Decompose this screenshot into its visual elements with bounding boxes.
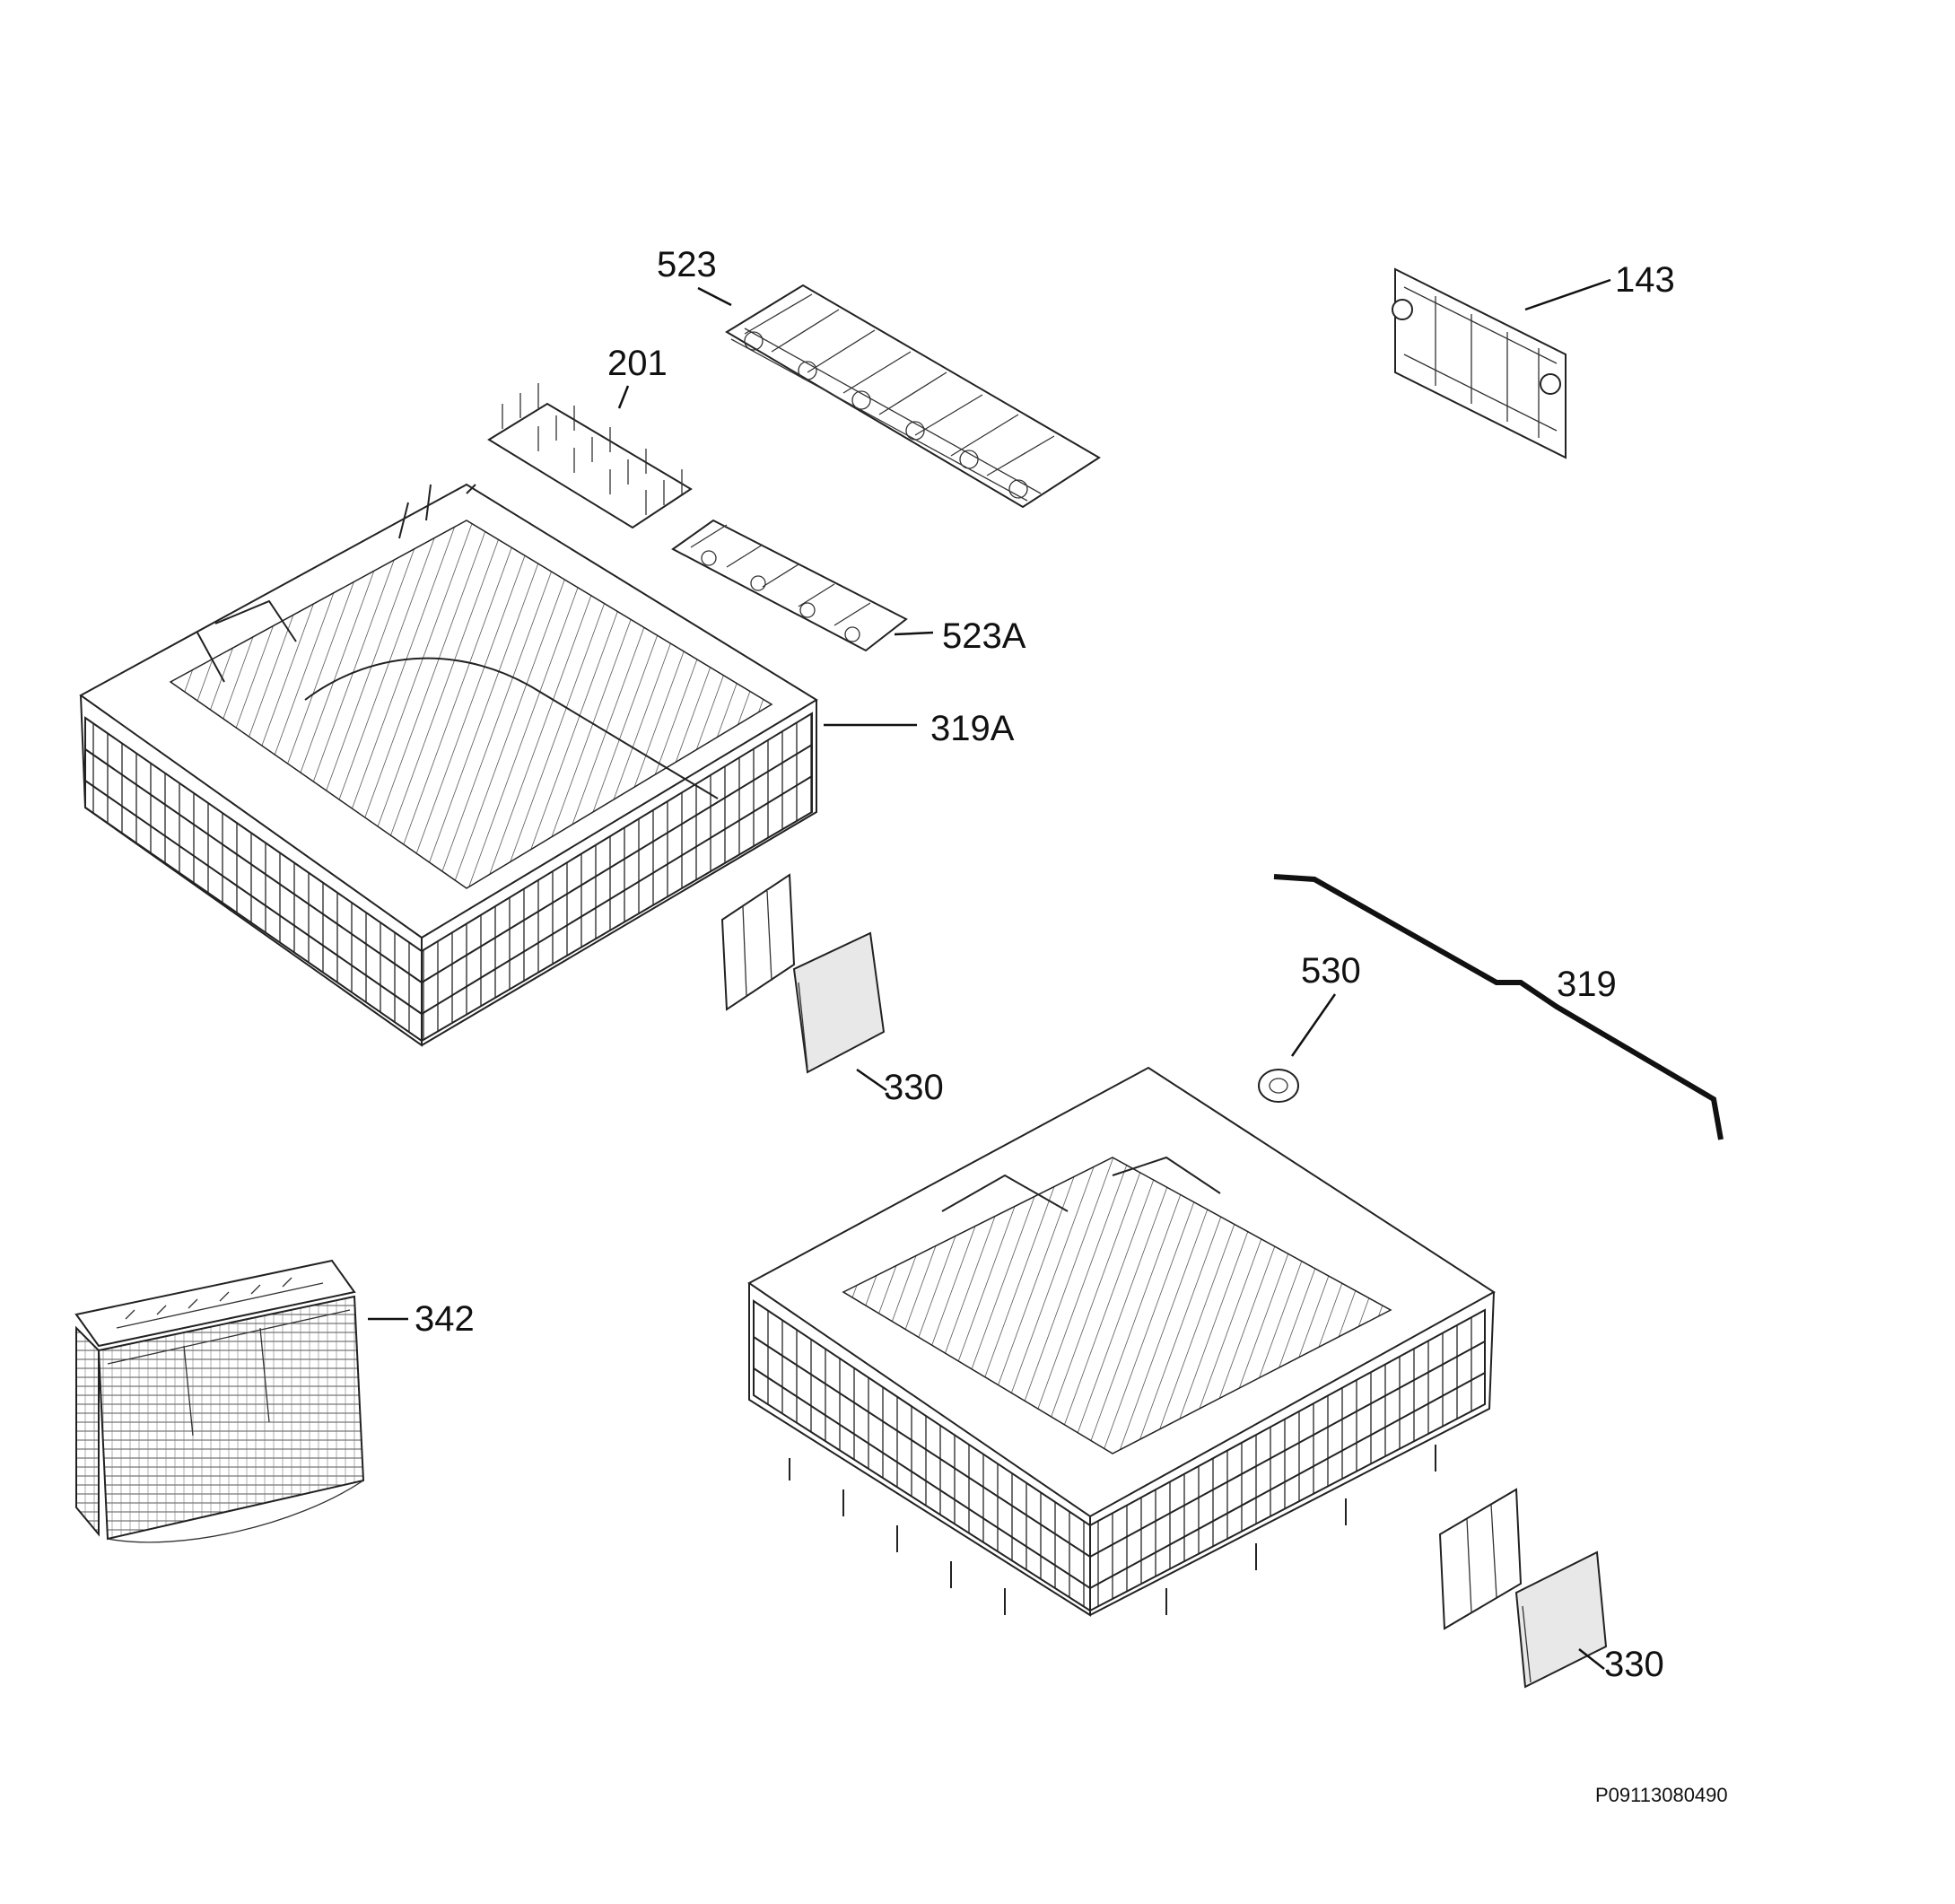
label-523A: 523A <box>942 616 1026 656</box>
part-319A-upper-basket <box>79 483 818 1047</box>
label-319A: 319A <box>930 709 1015 748</box>
label-330-lower: 330 <box>1604 1645 1664 1684</box>
label-330-upper: 330 <box>884 1068 944 1107</box>
label-319: 319 <box>1557 965 1617 1004</box>
part-201-tine-insert <box>487 383 693 529</box>
label-523: 523 <box>657 245 717 284</box>
drawing-number: P09113080490 <box>1595 1784 1728 1806</box>
leader-143 <box>1524 278 1611 311</box>
label-201: 201 <box>607 344 668 383</box>
leader-523 <box>697 286 732 307</box>
part-523A-small-cup-shelf <box>671 519 908 652</box>
part-530-wheel <box>1258 1069 1299 1103</box>
leader-330-lower <box>1578 1648 1605 1670</box>
leader-523A <box>894 631 934 636</box>
label-143: 143 <box>1615 260 1675 300</box>
part-330-lower-flap <box>1438 1488 1608 1689</box>
part-143-rail-bracket <box>1392 267 1567 459</box>
label-342: 342 <box>415 1299 475 1339</box>
leader-330-upper <box>856 1068 887 1092</box>
part-319-lower-basket <box>747 1066 1496 1617</box>
part-labels: 523 201 143 523A 319A 530 319 330 330 34… <box>415 245 1728 1806</box>
part-342-cutlery-basket <box>74 1259 365 1543</box>
leader-530 <box>1290 993 1337 1057</box>
label-530: 530 <box>1301 951 1361 991</box>
leader-319-bracket <box>1273 874 1724 1140</box>
leader-lines <box>368 278 1724 1670</box>
leader-201 <box>617 385 630 409</box>
part-523-cup-shelf <box>725 284 1101 509</box>
part-330-upper-flap <box>720 873 886 1074</box>
